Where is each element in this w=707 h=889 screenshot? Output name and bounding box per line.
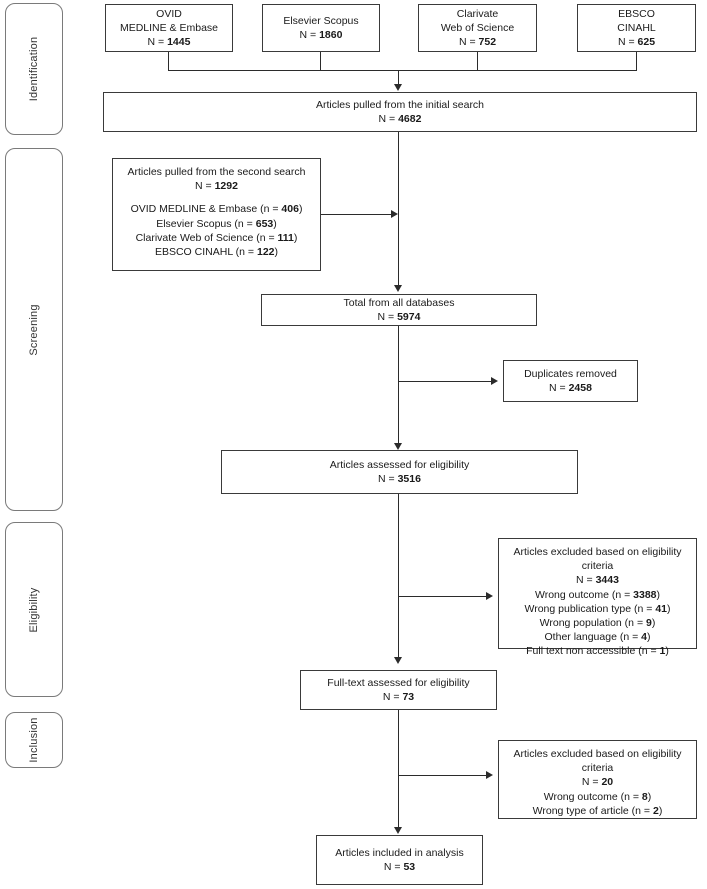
connector-trunk-to-excluded-second (398, 775, 486, 776)
arrow-into-duplicates (491, 376, 498, 385)
assessed-eligibility-box: Articles assessed for eligibility N = 35… (221, 450, 578, 494)
total-databases-box: Total from all databases N = 5974 (261, 294, 537, 326)
initial-search-title: Articles pulled from the initial search (315, 98, 485, 111)
second-search-breakdown-item: EBSCO CINAHL (n = 122) (154, 245, 279, 258)
source-name-line2: CINAHL (617, 21, 656, 34)
second-search-count: N = 1292 (195, 180, 238, 193)
second-search-breakdown-item: OVID MEDLINE & Embase (n = 406) (130, 203, 303, 216)
excluded-first-count: N = 3443 (576, 574, 619, 587)
source-name-line2: Web of Science (440, 21, 515, 34)
connector-assessed-to-fulltext (398, 494, 399, 657)
arrow-into-initial-search (393, 84, 402, 91)
assessed-eligibility-count-value: 3516 (397, 473, 421, 485)
excluded-first-box: Articles excluded based on eligibility c… (498, 538, 697, 657)
excluded-first-reason: Wrong population (n = 9) (539, 616, 656, 629)
connector-sources-manifold (168, 70, 637, 71)
duplicates-title: Duplicates removed (524, 367, 617, 380)
excluded-second-count: N = 20 (581, 776, 614, 789)
arrow-into-excluded-second (486, 770, 493, 779)
second-search-breakdown-item: Elsevier Scopus (n = 653) (156, 217, 277, 230)
connector-source2-down (320, 52, 321, 70)
excluded-first-reason: Wrong outcome (n = 3388) (534, 588, 660, 601)
duplicates-removed-box: Duplicates removed N = 2458 (503, 360, 638, 402)
source-name-line1: OVID (156, 7, 182, 20)
source-count: N = 1860 (299, 29, 343, 41)
source-name-line1: EBSCO (618, 7, 655, 20)
excluded-first-title-line2: criteria (581, 560, 614, 573)
source-count: N = 752 (458, 36, 497, 49)
stage-panel-screening: Screening (5, 148, 63, 511)
excluded-second-title-line1: Articles excluded based on eligibility (513, 748, 682, 760)
excluded-first-reason: Other language (n = 4) (544, 631, 651, 644)
total-databases-count-value: 5974 (397, 311, 421, 323)
source-count: N = 625 (617, 36, 656, 49)
stage-label-inclusion: Inclusion (28, 717, 40, 763)
excluded-first-count-value: 3443 (595, 574, 619, 587)
included-count: N = 53 (383, 861, 416, 873)
second-search-title: Articles pulled from the second search (127, 166, 306, 178)
initial-search-count: N = 4682 (378, 113, 422, 125)
source-count-value: 1445 (167, 36, 191, 49)
connector-manifold-to-initial (398, 70, 399, 85)
stage-label-eligibility: Eligibility (28, 587, 40, 632)
connector-initial-to-total (398, 132, 399, 285)
second-search-breakdown-item: Clarivate Web of Science (n = 111) (135, 231, 298, 244)
second-search-box: Articles pulled from the second search N… (112, 158, 321, 271)
full-text-count: N = 73 (382, 691, 415, 703)
assessed-eligibility-title: Articles assessed for eligibility (329, 458, 470, 471)
source-name-line1: Clarivate (456, 7, 499, 20)
full-text-count-value: 73 (402, 691, 415, 703)
excluded-second-reason: Wrong outcome (n = 8) (543, 790, 652, 803)
included-title: Articles included in analysis (335, 846, 464, 859)
connector-trunk-to-duplicates (398, 381, 491, 382)
full-text-title: Full-text assessed for eligibility (327, 676, 470, 689)
source-box-ebsco-cinahl: EBSCO CINAHL N = 625 (577, 4, 696, 52)
excluded-second-reason: Wrong type of article (n = 2) (532, 804, 663, 817)
connector-source4-down (636, 52, 637, 70)
excluded-first-reason: Wrong publication type (n = 41) (524, 602, 671, 615)
stage-label-screening: Screening (28, 303, 40, 356)
source-box-ovid-medline-embase: OVID MEDLINE & Embase N = 1445 (105, 4, 233, 52)
excluded-second-box: Articles excluded based on eligibility c… (498, 740, 697, 819)
stage-label-identification: Identification (28, 36, 40, 102)
source-count-value: 625 (637, 36, 656, 49)
connector-total-to-assessed (398, 326, 399, 443)
connector-source3-down (477, 52, 478, 70)
connector-source1-down (168, 52, 169, 70)
excluded-second-title-line2: criteria (581, 762, 614, 775)
included-box: Articles included in analysis N = 53 (316, 835, 483, 885)
source-box-clarivate-web-of-science: Clarivate Web of Science N = 752 (418, 4, 537, 52)
excluded-first-reason: Full text non accessible (n = 1) (526, 645, 669, 658)
stage-panel-identification: Identification (5, 3, 63, 135)
stage-panel-inclusion: Inclusion (5, 712, 63, 768)
source-count: N = 1445 (147, 36, 191, 49)
stage-panel-eligibility: Eligibility (5, 522, 63, 697)
source-name-line1: Elsevier Scopus (283, 14, 359, 27)
excluded-first-title-line1: Articles excluded based on eligibility (513, 546, 682, 558)
initial-search-count-value: 4682 (398, 113, 422, 125)
connector-second-search-to-trunk (321, 214, 391, 215)
connector-fulltext-to-included (398, 710, 399, 827)
arrow-into-included (393, 827, 402, 834)
arrow-into-excluded-first (486, 591, 493, 600)
duplicates-count-value: 2458 (568, 382, 592, 394)
source-name-line2: MEDLINE & Embase (119, 21, 219, 34)
arrow-second-search-into-trunk (391, 209, 398, 218)
source-count-value: 1860 (319, 29, 343, 41)
arrow-into-full-text (393, 657, 402, 664)
initial-search-box: Articles pulled from the initial search … (103, 92, 697, 132)
duplicates-count: N = 2458 (549, 382, 592, 394)
source-box-elsevier-scopus: Elsevier Scopus N = 1860 (262, 4, 380, 52)
arrow-into-total-databases (393, 285, 402, 292)
total-databases-title: Total from all databases (343, 296, 455, 309)
assessed-eligibility-count: N = 3516 (378, 473, 421, 485)
excluded-second-count-value: 20 (601, 776, 614, 789)
total-databases-count: N = 5974 (377, 311, 421, 323)
connector-trunk-to-excluded-first (398, 596, 486, 597)
arrow-into-assessed-eligibility (393, 443, 402, 450)
source-count-value: 752 (478, 36, 497, 49)
full-text-box: Full-text assessed for eligibility N = 7… (300, 670, 497, 710)
second-search-count-value: 1292 (214, 180, 238, 193)
included-count-value: 53 (403, 861, 416, 873)
